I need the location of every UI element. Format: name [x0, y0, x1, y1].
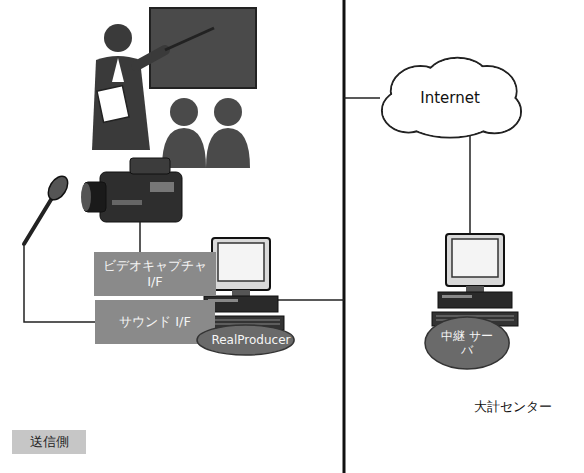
server-oval: 中継 サーバ: [424, 316, 510, 370]
side-label-box: 送信側: [12, 430, 86, 454]
interface-band: サウンド I/F: [95, 300, 215, 344]
video-camera-icon: [81, 158, 182, 222]
node-text: Internet: [420, 89, 480, 107]
site-label: 大計センター: [474, 398, 552, 416]
network-cloud: Internet: [376, 56, 524, 140]
interface-band: ビデオキャプチャ I/F: [94, 252, 216, 296]
microphone-icon: [24, 173, 72, 244]
divider-line: [343, 0, 346, 473]
node-text: ビデオキャプチャ I/F: [99, 258, 211, 289]
relay-computer: [432, 234, 518, 326]
node-text: RealProducer: [211, 333, 280, 347]
node-text: サウンド I/F: [119, 314, 191, 330]
presenter-figure: [92, 24, 214, 150]
audience-figures: [162, 98, 250, 168]
node-text: 送信側: [30, 434, 69, 450]
blackboard: [150, 8, 256, 88]
software-oval: RealProducer: [196, 324, 295, 356]
node-text: 中継 サーバ: [439, 329, 495, 358]
